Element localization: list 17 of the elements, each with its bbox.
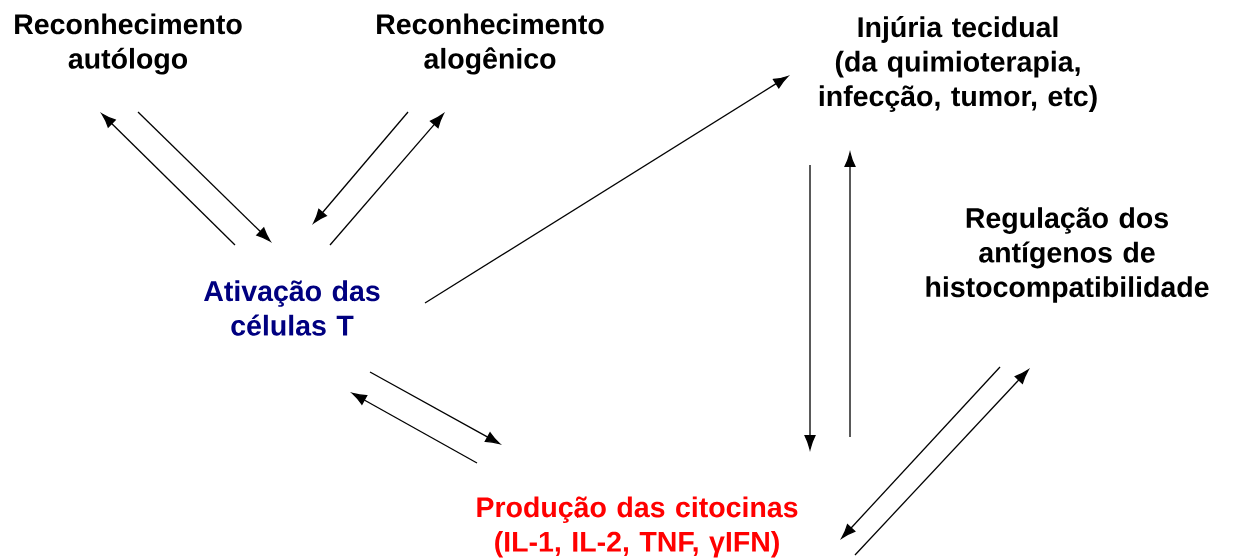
arrow — [313, 111, 409, 224]
arrow — [101, 113, 236, 246]
arrow — [844, 152, 856, 438]
node-label: Reconhecimento alogênico — [377, 13, 604, 75]
node-label: Injúria tecidual (da quimioterapia, infecção, tumor, etc) — [819, 16, 1097, 112]
arrow — [329, 113, 444, 246]
node-label: Ativação das células T — [204, 280, 380, 336]
arrow — [841, 366, 1001, 539]
node-label: Reconhecimento autólogo — [15, 13, 242, 75]
arrow — [351, 392, 478, 464]
arrow — [804, 164, 816, 450]
arrow — [854, 369, 1029, 556]
node-label: Produção das citocinas (IL-1, IL-2, TNF, γIFN) — [477, 496, 798, 558]
node-label: Regulação dos antígenos de histocompatibilidade — [926, 207, 1209, 303]
arrow — [369, 371, 501, 445]
arrow — [137, 111, 271, 242]
arrow — [424, 75, 789, 304]
